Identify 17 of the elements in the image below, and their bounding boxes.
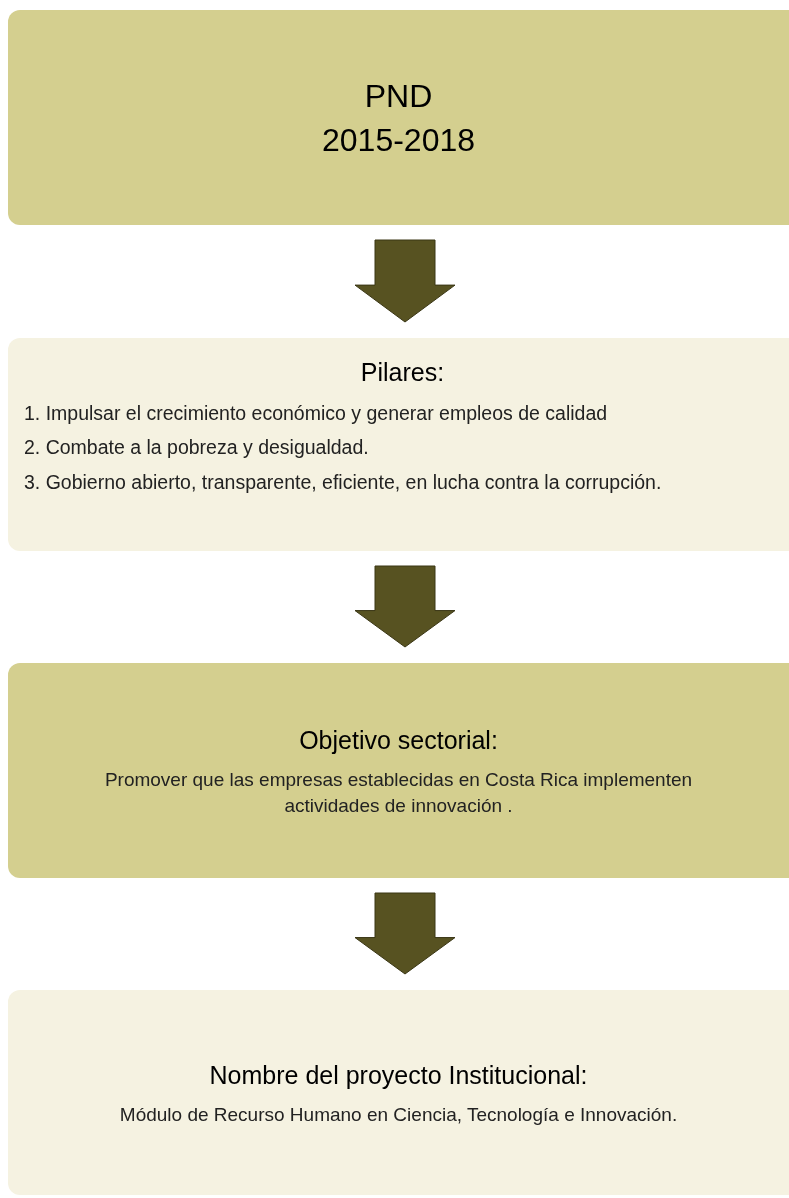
text-panel (8, 338, 789, 551)
heading-text: Nombre del proyecto Institucional: (209, 1059, 588, 1091)
block-arrow (354, 565, 456, 648)
heading-text: Pilares: (359, 357, 446, 388)
list-item: 2. Combate a la pobreza y desigualdad. (24, 435, 370, 461)
title-text: 2015-2018 (322, 120, 475, 160)
body-text: Promover que las empresas establecidas en Costa Rica implementen actividades de innovación . (103, 768, 694, 819)
text-panel (8, 663, 789, 878)
block-arrow (354, 892, 456, 975)
text-panel (8, 10, 789, 225)
title-text: PND (364, 76, 433, 116)
list-item: 3. Gobierno abierto, transparente, eficiente, en lucha contra la corrupción. (24, 470, 663, 496)
heading-text: Objetivo sectorial: (299, 724, 498, 756)
text-panel (8, 990, 789, 1195)
list-item: 1. Impulsar el crecimiento económico y generar empleos de calidad (24, 400, 609, 426)
block-arrow (354, 239, 456, 323)
body-text: Módulo de Recurso Humano en Ciencia, Tecnología e Innovación. (119, 1103, 678, 1128)
